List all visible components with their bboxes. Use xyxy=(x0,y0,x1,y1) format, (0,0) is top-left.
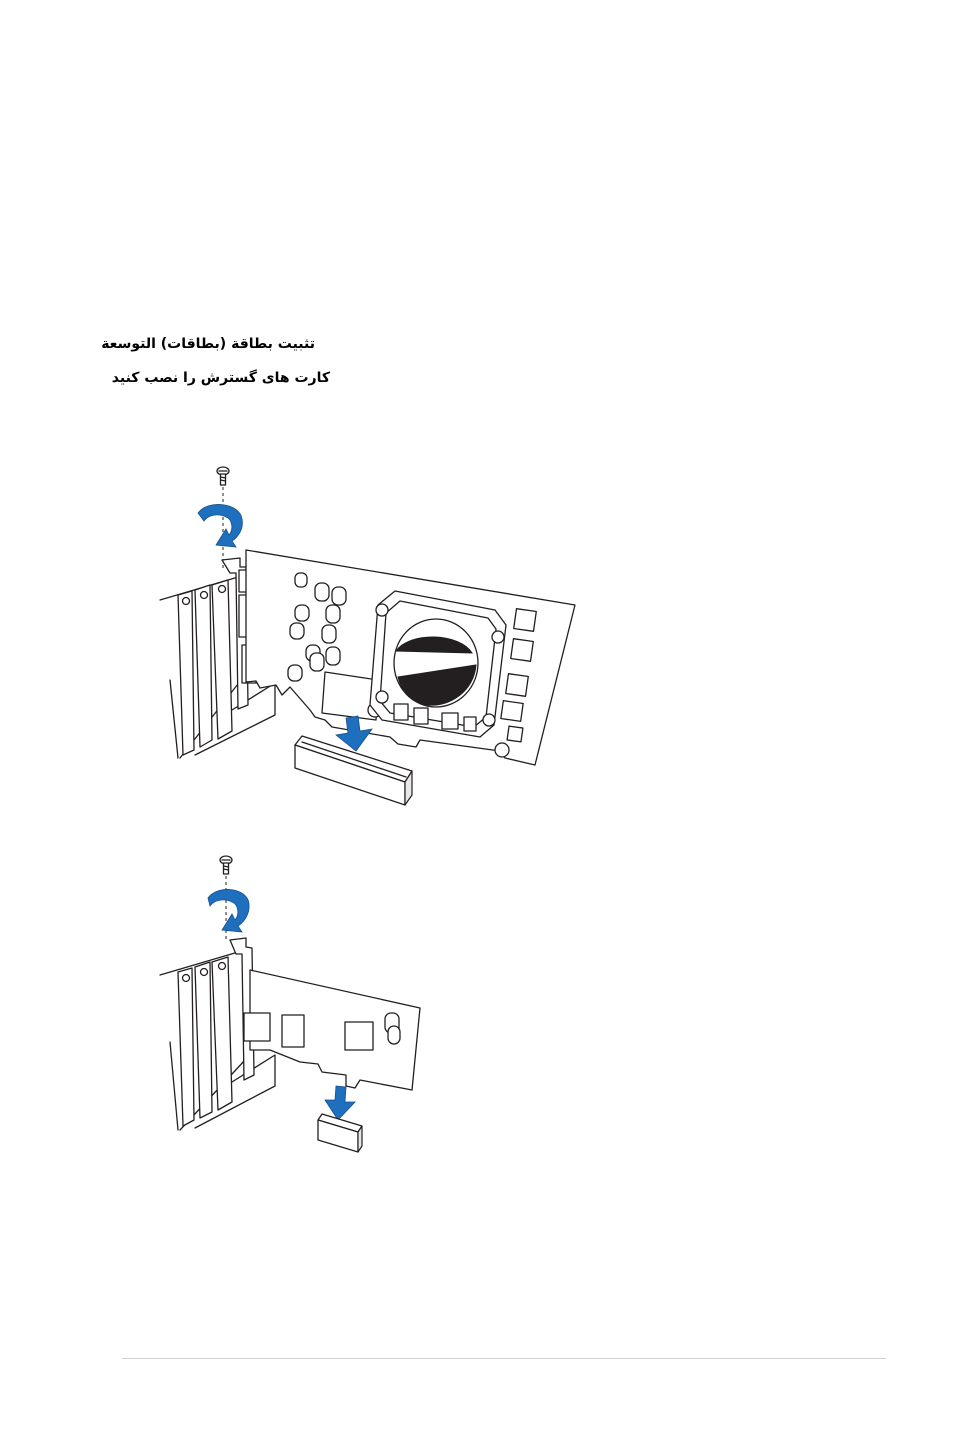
pcie-x1-card-pcb xyxy=(244,970,420,1090)
footer-rule xyxy=(122,1358,886,1359)
rotate-screw-arrow-icon xyxy=(198,504,242,547)
heading-arabic: تثبيت بطاقة (بطاقات) التوسعة xyxy=(120,336,315,352)
pcie-x1-card-install-illustration xyxy=(150,850,450,1160)
screw-icon xyxy=(220,856,232,874)
rotate-screw-arrow-icon xyxy=(208,889,249,932)
graphics-card-pcb xyxy=(246,550,575,765)
insert-arrow-icon xyxy=(325,1086,355,1120)
pcie-x1-slot xyxy=(318,1114,362,1152)
graphics-card-install-illustration xyxy=(150,455,590,815)
screw-icon xyxy=(217,467,229,485)
heading-persian: کارت های گسترش را نصب کنید xyxy=(120,370,330,386)
